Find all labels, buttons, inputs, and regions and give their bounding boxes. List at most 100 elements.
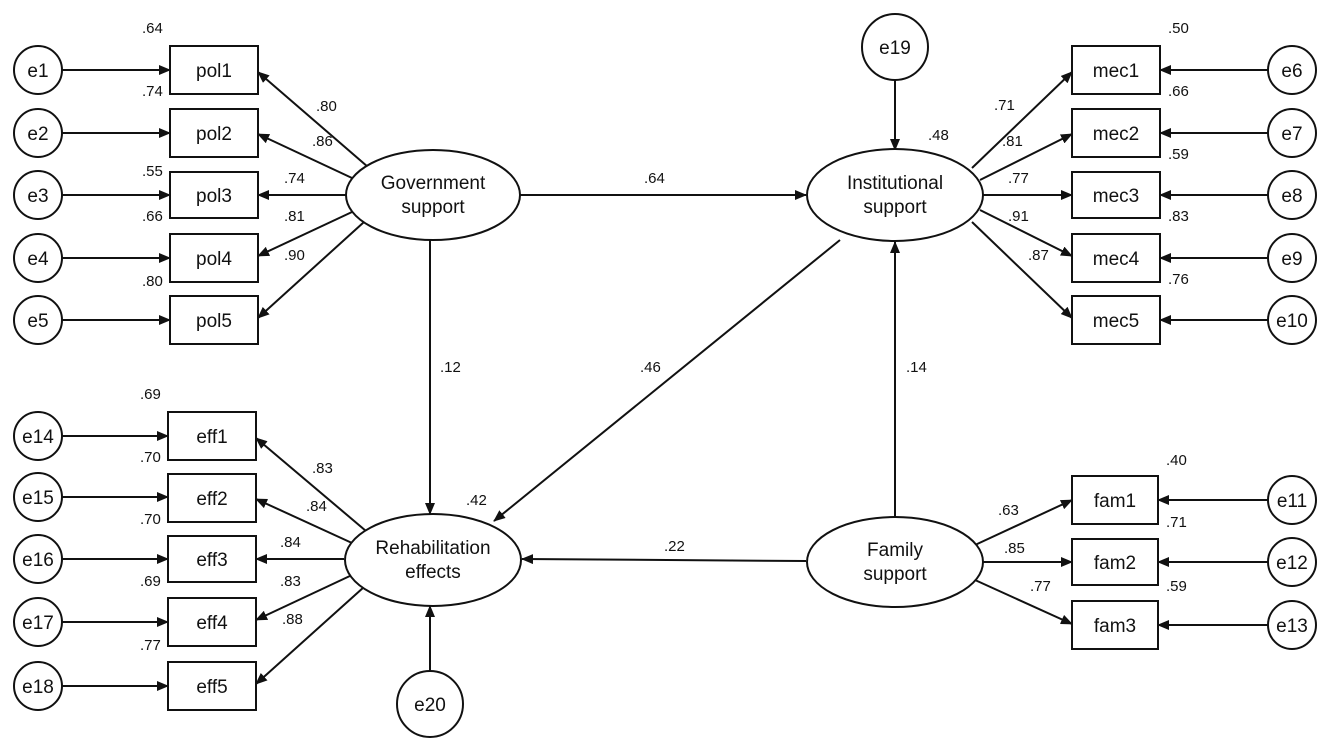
edge-inst-mec4 — [979, 209, 1073, 257]
indicator-label: eff1 — [196, 427, 227, 448]
latent-family-support: Family support — [806, 516, 984, 608]
indicator-label: eff5 — [196, 677, 227, 698]
latent-institutional-support: Institutional support — [806, 148, 984, 242]
loading-eff5: .88 — [282, 611, 303, 628]
r2-mec5: .76 — [1168, 271, 1189, 288]
indicator-eff3: eff3 — [167, 535, 257, 583]
latent-label-line2: support — [863, 197, 927, 218]
loading-pol2: .86 — [312, 133, 333, 150]
error-e3: e3 — [13, 170, 63, 220]
latent-label-line1: Government — [381, 173, 486, 194]
loading-mec2: .81 — [1002, 133, 1023, 150]
error-label: e3 — [27, 186, 48, 207]
indicator-pol3: pol3 — [169, 171, 259, 219]
path-gov-reh: .12 — [440, 359, 461, 376]
loading-fam1: .63 — [998, 502, 1019, 519]
error-label: e11 — [1277, 491, 1307, 512]
r2-eff2: .70 — [140, 449, 161, 466]
indicator-fam2: fam2 — [1071, 538, 1159, 586]
edge-fam-fam3 — [974, 579, 1073, 625]
indicator-eff4: eff4 — [167, 597, 257, 647]
loading-pol4: .81 — [284, 208, 305, 225]
r2-rehabilitation-effects: .42 — [466, 492, 487, 509]
latent-government-support: Government support — [345, 149, 521, 241]
error-e17: e17 — [13, 597, 63, 647]
indicator-pol1: pol1 — [169, 45, 259, 95]
r2-pol2: .74 — [142, 83, 163, 100]
indicator-mec5: mec5 — [1071, 295, 1161, 345]
edge-gov-pol5 — [257, 221, 365, 319]
loading-pol5: .90 — [284, 247, 305, 264]
indicator-fam3: fam3 — [1071, 600, 1159, 650]
indicator-label: eff2 — [196, 489, 227, 510]
error-e8: e8 — [1267, 170, 1317, 220]
edge-inst-reh — [493, 239, 841, 522]
error-label: e10 — [1276, 311, 1308, 332]
edge-reh-eff1 — [255, 437, 367, 532]
loading-eff3: .84 — [280, 534, 301, 551]
indicator-label: fam2 — [1094, 553, 1136, 574]
loading-labels: .80 .86 .74 .81 .90 .71 .81 .77 .91 .87 … — [280, 97, 1051, 628]
indicator-eff2: eff2 — [167, 473, 257, 523]
loading-eff1: .83 — [312, 460, 333, 477]
edge-inst-mec2 — [979, 133, 1073, 181]
r2-pol1: .64 — [142, 20, 163, 37]
indicator-pol4: pol4 — [169, 233, 259, 283]
loading-fam3: .77 — [1030, 578, 1051, 595]
edge-reh-eff4 — [255, 574, 353, 621]
error-label: e5 — [27, 311, 48, 332]
path-fam-reh: .22 — [664, 538, 685, 555]
error-label: e8 — [1281, 186, 1302, 207]
error-e2: e2 — [13, 108, 63, 158]
loading-mec4: .91 — [1008, 208, 1029, 225]
indicator-label: mec5 — [1093, 311, 1139, 332]
edge-inst-mec1 — [971, 71, 1073, 169]
indicator-fam1: fam1 — [1071, 475, 1159, 525]
loading-mec1: .71 — [994, 97, 1015, 114]
path-inst-reh: .46 — [640, 359, 661, 376]
indicator-mec2: mec2 — [1071, 108, 1161, 158]
r2-pol4: .66 — [142, 208, 163, 225]
indicator-label: mec2 — [1093, 124, 1139, 145]
r2-eff4: .69 — [140, 573, 161, 590]
error-e15: e15 — [13, 472, 63, 522]
error-label: e19 — [879, 38, 911, 59]
error-e4: e4 — [13, 233, 63, 283]
r-squared-labels: .64 .74 .55 .66 .80 .50 .66 .59 .83 .76 … — [140, 20, 1189, 654]
indicator-label: mec4 — [1093, 249, 1140, 270]
error-e14: e14 — [13, 411, 63, 461]
error-label: e13 — [1276, 616, 1308, 637]
edge-gov-pol1 — [257, 71, 369, 168]
edge-reh-eff5 — [255, 586, 365, 685]
edge-inst-mec5 — [971, 221, 1073, 319]
indicator-mec1: mec1 — [1071, 45, 1161, 95]
path-gov-inst: .64 — [644, 170, 665, 187]
r2-mec4: .83 — [1168, 208, 1189, 225]
error-label: e16 — [22, 550, 54, 571]
indicator-label: pol5 — [196, 311, 232, 332]
loading-pol3: .74 — [284, 170, 305, 187]
indicator-mec4: mec4 — [1071, 233, 1161, 283]
edges — [62, 65, 1268, 691]
latent-label-line1: Family — [867, 540, 923, 561]
indicator-label: pol3 — [196, 186, 232, 207]
error-label: e9 — [1281, 249, 1302, 270]
latent-label-line2: support — [401, 197, 465, 218]
r2-pol5: .80 — [142, 273, 163, 290]
indicator-label: eff4 — [196, 613, 228, 634]
indicator-label: fam3 — [1094, 616, 1136, 637]
indicator-label: mec1 — [1093, 61, 1139, 82]
indicator-label: fam1 — [1094, 491, 1136, 512]
latent-label-line2: effects — [405, 562, 461, 583]
r2-mec2: .66 — [1168, 83, 1189, 100]
loading-mec5: .87 — [1028, 247, 1049, 264]
error-e11: e11 — [1267, 475, 1317, 525]
latent-label-line1: Institutional — [847, 173, 943, 194]
loading-fam2: .85 — [1004, 540, 1025, 557]
edge-fam-reh — [521, 554, 807, 565]
error-e12: e12 — [1267, 537, 1317, 587]
edge-reh-eff2 — [255, 498, 353, 544]
edge-gov-pol2 — [257, 133, 353, 179]
r2-mec3: .59 — [1168, 146, 1189, 163]
error-label: e14 — [22, 427, 54, 448]
